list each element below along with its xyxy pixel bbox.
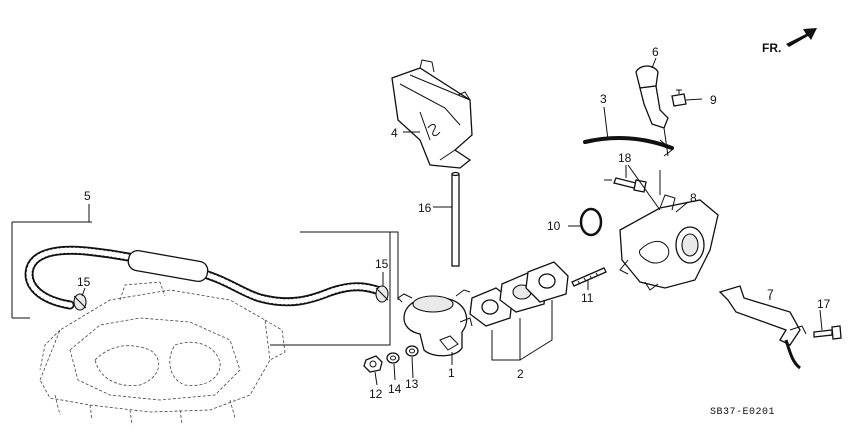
stud xyxy=(571,267,607,287)
cable-bracket xyxy=(583,136,674,157)
o-ring xyxy=(579,207,603,237)
callout-3: 3 xyxy=(600,92,607,106)
hose-clip-right xyxy=(375,285,389,303)
washer-14 xyxy=(386,352,400,364)
callout-14: 14 xyxy=(388,382,402,396)
callout-2: 2 xyxy=(517,367,524,381)
callout-12: 12 xyxy=(369,387,383,401)
mounting-bracket xyxy=(718,285,807,370)
nut-12 xyxy=(363,355,383,373)
hose-clip-left xyxy=(73,293,87,311)
callout-16: 16 xyxy=(418,201,432,215)
fuel-hose-assembly xyxy=(11,221,399,346)
callout-1: 1 xyxy=(448,366,455,380)
callout-7: 7 xyxy=(767,287,774,301)
bolt-17 xyxy=(813,325,842,340)
callout-4: 4 xyxy=(391,126,398,140)
washer-13 xyxy=(405,345,419,357)
heat-shield-bracket xyxy=(391,59,473,169)
pump-housing xyxy=(619,194,719,291)
callout-9: 9 xyxy=(710,93,717,107)
rod xyxy=(451,171,460,267)
gasket-set xyxy=(469,261,569,327)
front-direction-label: FR. xyxy=(762,41,781,55)
callout-5: 5 xyxy=(84,189,91,203)
callout-6: 6 xyxy=(652,45,659,59)
bolt-9 xyxy=(671,89,687,107)
callout-11: 11 xyxy=(581,291,594,305)
fuel-pump xyxy=(397,289,473,357)
diagram-code: SB37-E0201 xyxy=(710,407,775,418)
front-arrow-icon xyxy=(786,28,817,47)
engine-block-outline xyxy=(39,281,286,426)
callout-8: 8 xyxy=(690,191,697,205)
callout-17: 17 xyxy=(817,297,831,311)
front-direction-indicator: FR. xyxy=(762,28,817,55)
callout-18: 18 xyxy=(618,151,632,165)
bolt-18 xyxy=(613,177,647,193)
callout-10: 10 xyxy=(547,219,561,233)
connector-cap xyxy=(635,65,669,129)
callout-15-right: 15 xyxy=(375,257,389,271)
leader-lines xyxy=(81,57,823,386)
callout-labels: 5 4 16 3 6 9 18 8 10 11 1 2 12 14 13 15 … xyxy=(77,45,831,401)
callout-13: 13 xyxy=(405,377,419,391)
callout-15-left: 15 xyxy=(77,275,91,289)
